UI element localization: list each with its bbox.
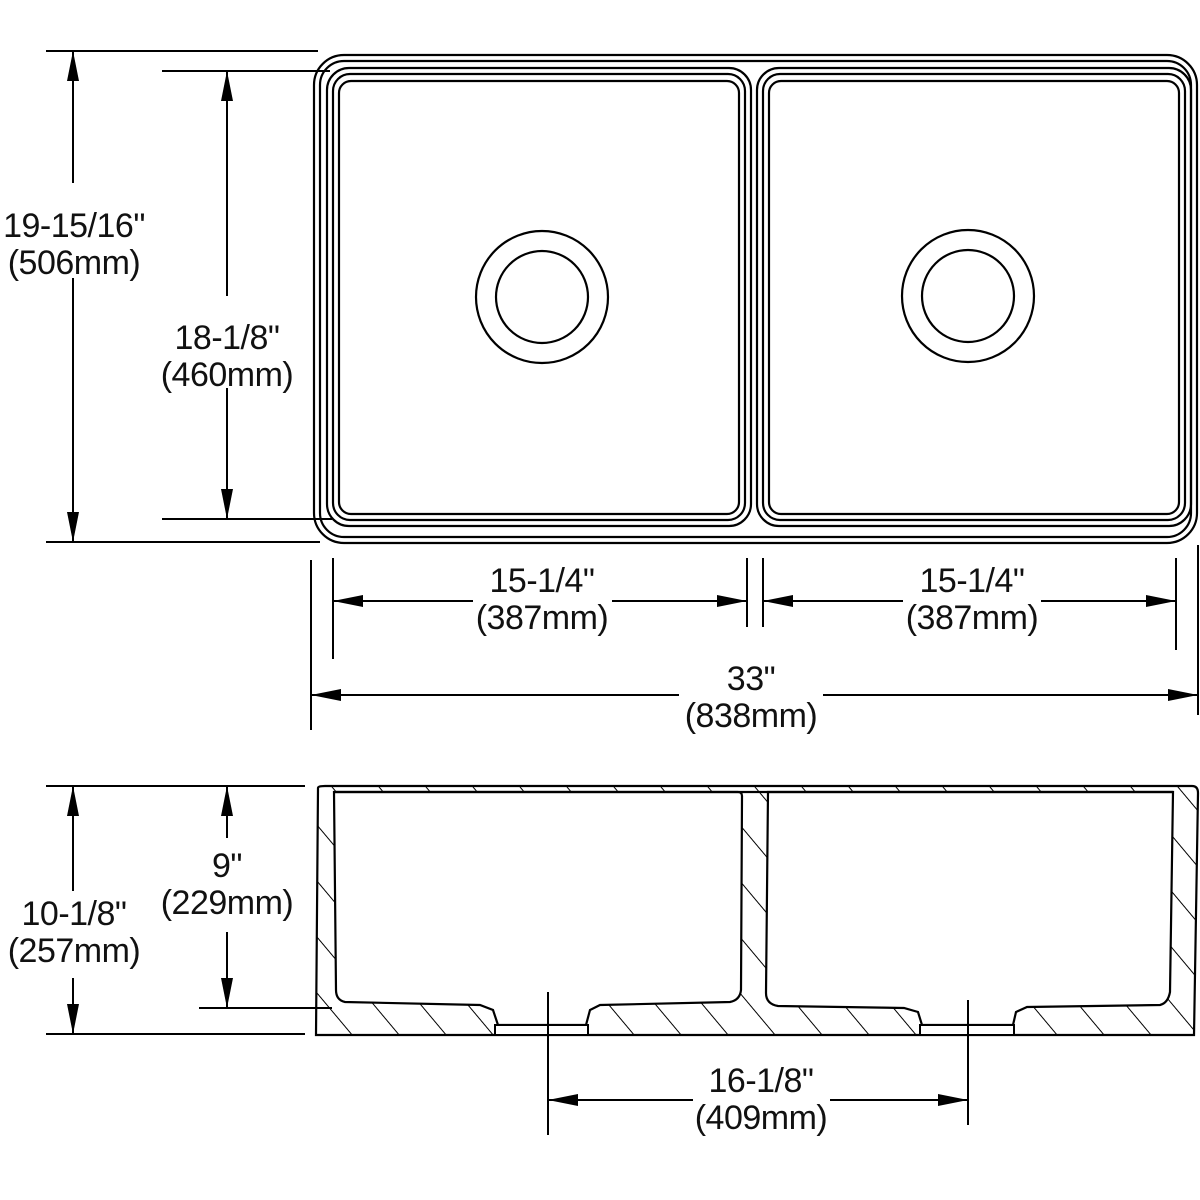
overall-height-label: 10-1/8" (257mm) bbox=[8, 896, 141, 970]
section-view bbox=[46, 784, 1200, 1135]
bowl-height-dimension bbox=[199, 786, 332, 1009]
left-drain-opening bbox=[494, 1024, 589, 1036]
left-bowl-width-dimension bbox=[332, 558, 748, 659]
right-bowl-width-label: 15-1/4" (387mm) bbox=[906, 563, 1039, 637]
overall-depth-dimension bbox=[46, 50, 320, 543]
overall-height-metric: (257mm) bbox=[7, 932, 141, 970]
left-drain bbox=[474, 229, 610, 365]
drain-center-dimension bbox=[547, 992, 969, 1135]
outer-rim-2 bbox=[318, 59, 1193, 539]
sink-body-section bbox=[314, 784, 1200, 1037]
right-bowl-width-dimension bbox=[762, 558, 1177, 650]
left-bowl bbox=[325, 66, 753, 528]
top-view bbox=[46, 50, 1199, 730]
right-bowl bbox=[755, 66, 1193, 528]
bowl-depth-label: 18-1/8" (460mm) bbox=[161, 320, 294, 394]
bowl-depth-dimension bbox=[162, 70, 332, 520]
right-drain bbox=[900, 228, 1036, 364]
bowl-height-label: 9" (229mm) bbox=[161, 848, 294, 922]
right-bowl-width-metric: (387mm) bbox=[905, 599, 1039, 637]
overall-depth-imperial: 19-15/16" bbox=[3, 207, 145, 245]
overall-depth-label: 19-15/16" (506mm) bbox=[3, 208, 145, 282]
left-bowl-width-label: 15-1/4" (387mm) bbox=[476, 563, 609, 637]
overall-width-metric: (838mm) bbox=[684, 697, 818, 735]
overall-width-imperial: 33" bbox=[726, 660, 776, 698]
drain-center-imperial: 16-1/8" bbox=[708, 1062, 814, 1100]
bowl-depth-metric: (460mm) bbox=[160, 356, 294, 394]
bowl-height-metric: (229mm) bbox=[160, 884, 294, 922]
left-bowl-width-imperial: 15-1/4" bbox=[489, 562, 595, 600]
overall-width-dimension bbox=[310, 545, 1199, 730]
bowl-height-imperial: 9" bbox=[212, 847, 242, 885]
drain-center-metric: (409mm) bbox=[694, 1099, 828, 1137]
overall-height-dimension bbox=[46, 785, 305, 1035]
outer-rim bbox=[312, 53, 1199, 545]
drain-center-label: 16-1/8" (409mm) bbox=[695, 1063, 828, 1137]
overall-width-label: 33" (838mm) bbox=[685, 661, 818, 735]
overall-height-imperial: 10-1/8" bbox=[21, 895, 127, 933]
bowl-depth-imperial: 18-1/8" bbox=[174, 319, 280, 357]
overall-depth-metric: (506mm) bbox=[7, 244, 141, 282]
left-bowl-width-metric: (387mm) bbox=[475, 599, 609, 637]
right-bowl-width-imperial: 15-1/4" bbox=[919, 562, 1025, 600]
